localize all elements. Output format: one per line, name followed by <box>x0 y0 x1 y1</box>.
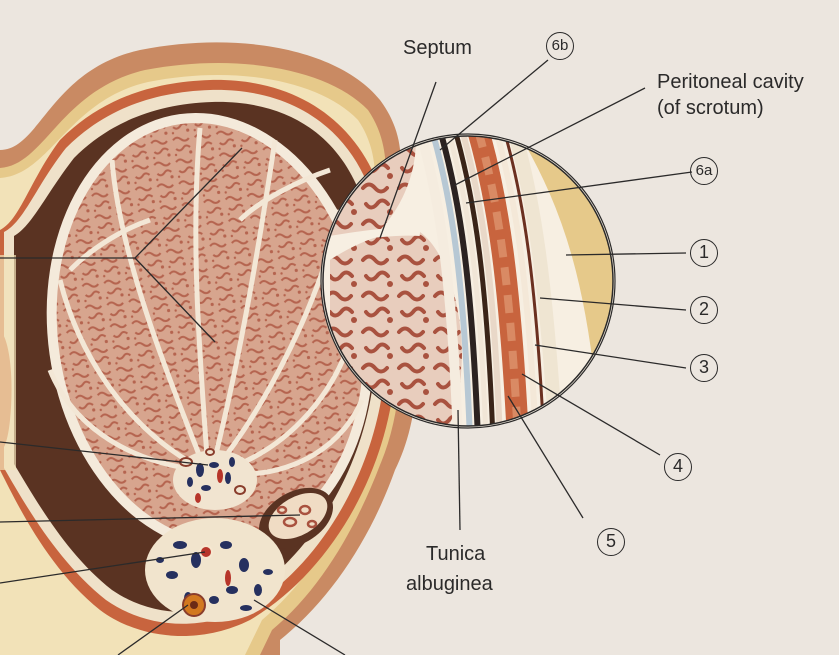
label-of-scrotum: (of scrotum) <box>657 97 764 119</box>
label-albuginea: albuginea <box>406 573 493 595</box>
callout-2: 2 <box>690 296 718 324</box>
leader-lines <box>0 59 693 655</box>
label-peritoneal-cavity: Peritoneal cavity <box>657 71 804 93</box>
testicular-artery <box>199 545 213 559</box>
callout-4: 4 <box>664 453 692 481</box>
callout-3: 3 <box>690 354 718 382</box>
callout-6b: 6b <box>546 32 574 60</box>
callout-1: 1 <box>690 239 718 267</box>
mediastinum-testis <box>173 450 257 510</box>
label-tunica: Tunica <box>426 543 486 565</box>
callout-6a: 6a <box>690 157 718 185</box>
callout-5: 5 <box>597 528 625 556</box>
label-septum: Septum <box>403 37 472 59</box>
